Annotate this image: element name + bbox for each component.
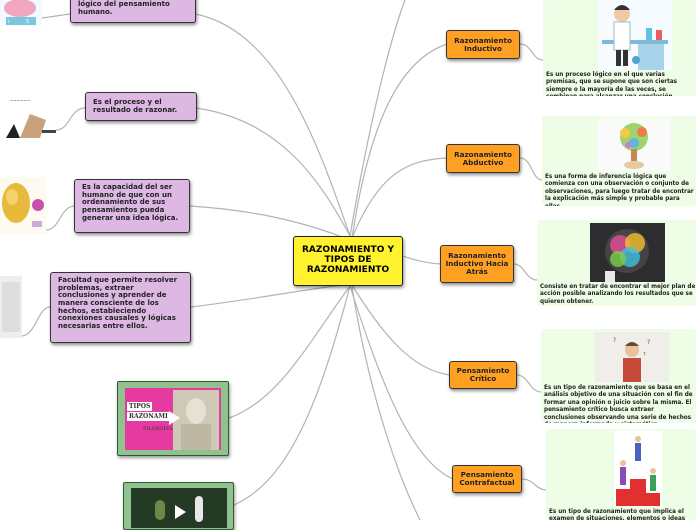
thinking-person-photo: ? ? ? — [595, 332, 669, 382]
branch-label: Razonamiento Inductivo Hacia Atrás — [445, 251, 509, 276]
branch-pensamiento-critico[interactable]: Pensamiento Crítico — [449, 361, 517, 389]
branch-pensamiento-contrafactual[interactable]: Pensamiento Contrafactual — [452, 465, 522, 493]
definition-text: lógico del pensamiento humano. — [78, 0, 170, 16]
brain-icon-image: i 5 — [0, 0, 42, 26]
branch-razonamiento-inductivo[interactable]: Razonamiento Inductivo — [446, 30, 520, 59]
svg-text:5: 5 — [26, 19, 29, 25]
svg-text:i: i — [8, 19, 9, 25]
definition-node-2[interactable]: Es el proceso y el resultado de razonar. — [85, 92, 197, 121]
video-thumbnail-2 — [131, 488, 227, 528]
svg-text:~~~~~~: ~~~~~~ — [10, 98, 30, 103]
central-topic[interactable]: RAZONAMIENTO Y TIPOS DE RAZONAMIENTO — [293, 236, 403, 286]
branch-label: Razonamiento Abductivo — [454, 149, 512, 167]
branch-razonamiento-abductivo[interactable]: Razonamiento Abductivo — [446, 144, 520, 173]
video-title-line3: FILOSOFIA — [143, 426, 173, 432]
branch-label: Pensamiento Contrafactual — [459, 470, 515, 487]
brain-tree-illustration — [597, 119, 671, 171]
card-inductivo[interactable]: Es un proceso lógico en el que varias pr… — [543, 0, 696, 96]
svg-text:?: ? — [643, 352, 646, 358]
definition-node-4[interactable]: Facultad que permite resolver problemas,… — [50, 272, 191, 343]
definition-node-1[interactable]: lógico del pensamiento humano. — [70, 0, 196, 23]
card-inductivo-text: Es un proceso lógico en el que varias pr… — [546, 72, 678, 96]
definition-text: Es la capacidad del ser humano de que co… — [82, 183, 179, 222]
card-contrafactual-text: Es un tipo de razonamiento que implica e… — [549, 509, 686, 520]
play-icon[interactable] — [167, 410, 181, 426]
branch-razonamiento-inductivo-hacia-atras[interactable]: Razonamiento Inductivo Hacia Atrás — [440, 245, 514, 283]
branch-label: Pensamiento Crítico — [456, 366, 510, 383]
video-title-line2: RAZONAMI — [127, 412, 170, 421]
card-hacia-atras[interactable]: Consiste en tratar de encontrar el mejor… — [537, 220, 696, 306]
svg-text:?: ? — [613, 337, 616, 344]
video-title-line1: TIPOS — [127, 402, 153, 411]
branch-label: Razonamiento Inductivo — [454, 35, 512, 53]
card-contrafactual[interactable]: Es un tipo de razonamiento que implica e… — [546, 429, 696, 520]
statue-image — [173, 390, 219, 450]
definition-node-3[interactable]: Es la capacidad del ser humano de que co… — [74, 179, 190, 233]
podium-illustration — [614, 431, 662, 506]
card-abductivo-text: Es una forma de inferencia lógica que co… — [545, 174, 694, 206]
video-frame-1[interactable]: TIPOS RAZONAMI FILOSOFIA — [117, 381, 229, 456]
central-topic-label: RAZONAMIENTO Y TIPOS DE RAZONAMIENTO — [302, 245, 394, 275]
gold-brain-image — [0, 177, 46, 234]
video-thumbnail-1: TIPOS RAZONAMI FILOSOFIA — [125, 388, 221, 450]
video-frame-2[interactable] — [123, 482, 234, 530]
card-critico-text: Es un tipo de razonamiento que se basa e… — [544, 385, 693, 423]
play-icon[interactable] — [173, 504, 187, 520]
definition-text: Facultad que permite resolver problemas,… — [58, 276, 178, 331]
scientist-illustration — [598, 0, 672, 70]
card-hacia-atras-text: Consiste en tratar de encontrar el mejor… — [540, 284, 696, 305]
colorful-brain-photo — [590, 223, 665, 282]
definition-text: Es el proceso y el resultado de razonar. — [93, 98, 178, 114]
svg-text:?: ? — [647, 339, 650, 346]
card-abductivo[interactable]: Es una forma de inferencia lógica que co… — [542, 116, 696, 206]
card-critico[interactable]: ? ? ? Es un tipo de razonamiento que se … — [541, 329, 696, 423]
faded-image — [0, 276, 22, 338]
hand-writing-image: ~~~~~~ — [0, 74, 56, 138]
